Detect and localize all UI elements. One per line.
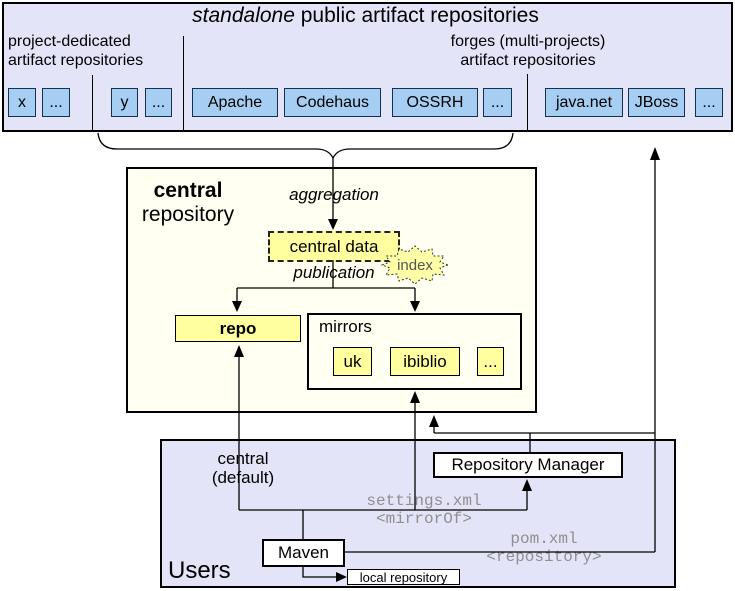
mirror-node-uk: uk [333, 347, 372, 376]
central-data-node: central data [268, 231, 400, 262]
forges-label: forges (multi-projects) artifact reposit… [428, 32, 628, 70]
arrowhead-standalone [650, 147, 660, 160]
forges-line2: artifact repositories [460, 52, 596, 69]
pom-xml-line1: pom.xml [510, 530, 578, 548]
arrowhead-central-bottom [429, 415, 439, 427]
project-dedicated-label: project-dedicated artifact repositories [8, 32, 143, 70]
settings-xml-line2: <mirrorOf> [375, 510, 472, 528]
project-dedicated-line1: project-dedicated [8, 33, 131, 50]
group-separator-1 [92, 75, 93, 131]
title-rest: public artifact repositories [294, 4, 539, 27]
settings-xml-label: settings.xml <mirrorOf> [340, 492, 508, 528]
group-separator-3 [527, 74, 528, 131]
central-title-line1: central [153, 179, 223, 202]
repo-node-ossrh: OSSRH [392, 88, 478, 117]
pom-xml-line2: <repository> [486, 548, 602, 566]
local-repository-node: local repository [347, 569, 460, 585]
publication-label: publication [293, 263, 375, 282]
repository-manager-node: Repository Manager [433, 452, 623, 478]
repo-node-jboss: JBoss [628, 88, 685, 117]
repo-node-codehaus: Codehaus [284, 88, 381, 117]
pom-xml-label: pom.xml <repository> [455, 530, 633, 566]
mirror-node-ellipsis: ... [477, 347, 504, 376]
diagram-title: standalone public artifact repositories [0, 4, 731, 28]
settings-xml-line1: settings.xml [366, 492, 482, 510]
group-separator-2 [183, 36, 184, 131]
central-title-line2: repository [141, 203, 235, 226]
repo-node-apache: Apache [192, 88, 278, 117]
mirror-node-ibiblio: ibiblio [390, 347, 460, 376]
repo-node-ellipsis-2: ... [145, 88, 172, 117]
mirrors-label: mirrors [319, 317, 372, 336]
title-italic-word: standalone [192, 4, 295, 27]
repo-node-y: y [111, 88, 138, 117]
aggregation-label: aggregation [289, 185, 379, 204]
central-default-label: central (default) [193, 449, 293, 487]
brace [97, 132, 514, 160]
central-repository-title: central repository [126, 179, 250, 227]
repo-node-javanet: java.net [545, 88, 623, 117]
repo-node-ellipsis-4: ... [695, 88, 723, 117]
central-default-line2: (default) [211, 468, 275, 487]
repo-node: repo [175, 315, 301, 342]
repo-node-ellipsis-1: ... [42, 88, 70, 117]
central-default-line1: central [217, 449, 269, 468]
project-dedicated-line2: artifact repositories [8, 52, 144, 69]
forges-line1: forges (multi-projects) [450, 33, 606, 50]
repo-node-ellipsis-3: ... [483, 88, 512, 117]
repo-node-x: x [8, 88, 36, 117]
maven-node: Maven [262, 539, 345, 567]
users-title: Users [168, 557, 231, 584]
mirrors-box: mirrors uk ibiblio ... [307, 313, 522, 390]
